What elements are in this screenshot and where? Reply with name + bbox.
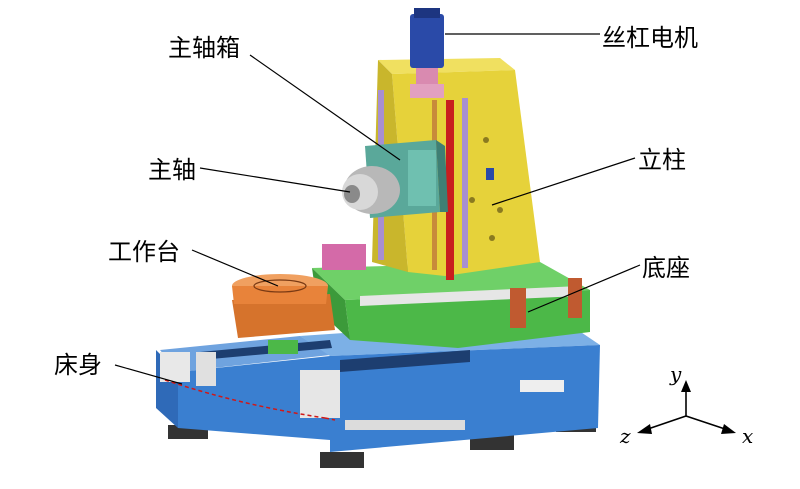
worktable-ring [253, 279, 307, 293]
bed-dashed-line [164, 379, 326, 419]
column-guide-red [446, 100, 454, 280]
x-axis-line [685, 415, 729, 431]
motor-coupling [416, 68, 438, 84]
leader-lines [114, 33, 641, 385]
column-hole [469, 197, 475, 203]
y-axis-arrow [681, 380, 691, 392]
base-bracket [568, 278, 582, 318]
leader-worktable [191, 249, 279, 287]
spindle-box-plate [408, 150, 436, 206]
worktable-rim [232, 286, 328, 304]
leader-column [491, 157, 636, 206]
axis-label-y: y [670, 362, 682, 386]
bed-dashed-line [324, 417, 336, 421]
base-front [345, 290, 590, 348]
screw-motor [410, 8, 444, 98]
worktable-slide [268, 340, 298, 354]
bed-panel [345, 420, 465, 430]
axis-label-x: x [742, 424, 754, 448]
bed-panel [160, 352, 190, 382]
base-bracket [510, 288, 526, 328]
bed-foot [320, 452, 364, 468]
worktable [232, 274, 335, 354]
motor-mount [410, 84, 444, 98]
label-spindle-box: 主轴箱 [168, 34, 240, 62]
x-axis-arrow [721, 424, 736, 434]
label-column: 立柱 [638, 146, 686, 174]
label-spindle: 主轴 [148, 156, 196, 184]
spindle [342, 166, 400, 214]
leader-bed [114, 364, 183, 385]
motor-cap [414, 8, 440, 18]
column-hole [489, 235, 495, 241]
spindle-tip [344, 185, 360, 203]
bed-panel [520, 380, 564, 392]
bed-panel [300, 370, 340, 418]
bed-rail [200, 340, 332, 360]
z-axis-arrow [637, 424, 652, 434]
leader-spindle-box [249, 54, 401, 161]
column-hole [497, 207, 503, 213]
bed-rail [340, 350, 470, 372]
leader-base [527, 264, 641, 313]
motor-body [410, 14, 444, 68]
label-base: 底座 [642, 254, 690, 282]
column-hole [483, 137, 489, 143]
worktable-base [232, 294, 335, 338]
leader-spindle [199, 167, 351, 193]
axis-label-z: z [620, 424, 631, 448]
label-worktable: 工作台 [108, 238, 180, 266]
label-screw-motor: 丝杠电机 [602, 24, 698, 52]
spindle-box-side [436, 140, 448, 212]
axes [637, 380, 736, 434]
column-hole [486, 168, 494, 180]
label-bed: 床身 [54, 351, 102, 379]
base-bracket [322, 244, 366, 270]
bed-panel [196, 352, 216, 386]
column-guide-purple [462, 98, 468, 268]
z-axis-line [644, 415, 687, 431]
